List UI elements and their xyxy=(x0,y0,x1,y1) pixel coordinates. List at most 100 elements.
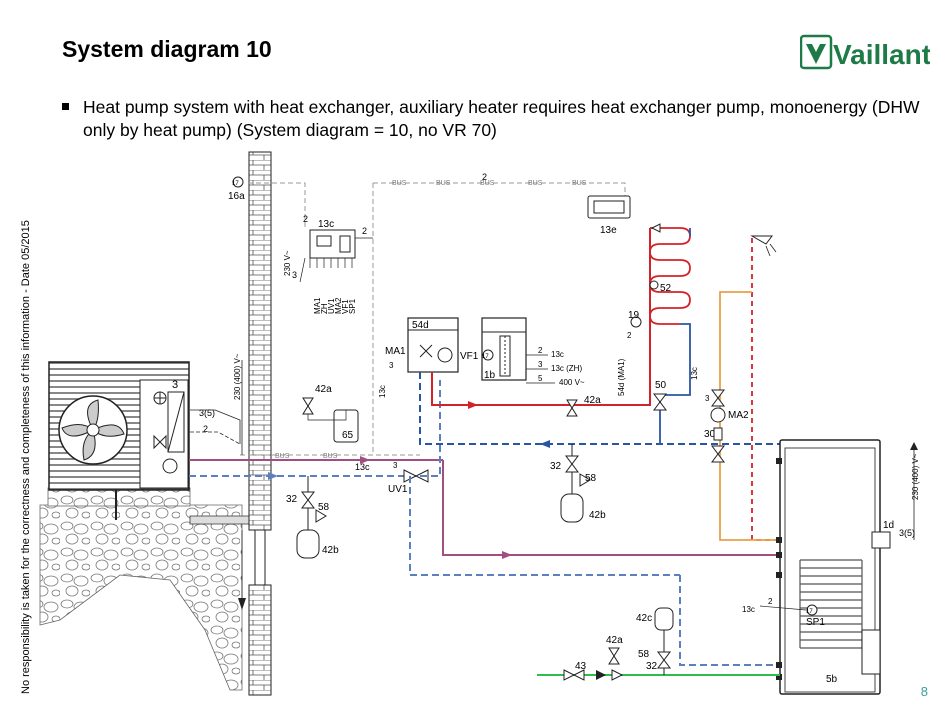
cold-water-group: 43 42a 42c 58 32 xyxy=(563,607,674,681)
system-diagram: 3 3(5) 2 BUS BUS BUS BUS BUS BUS BUS 2 1… xyxy=(39,151,920,696)
label-230-400-v-b: 230 (400) V~ xyxy=(911,453,920,500)
svg-text:43: 43 xyxy=(575,661,587,672)
svg-text:13c: 13c xyxy=(378,385,387,398)
vaillant-logo: Vaillant xyxy=(800,34,930,70)
svg-text:BUS: BUS xyxy=(528,180,543,187)
svg-text:3: 3 xyxy=(292,270,297,280)
auxiliary-heater-1b: 1b 17 xyxy=(481,317,527,381)
ground-gravel xyxy=(39,487,251,691)
svg-text:58: 58 xyxy=(638,649,650,660)
bullet-text: Heat pump system with heat exchanger, au… xyxy=(83,97,920,140)
svg-text:2: 2 xyxy=(303,214,308,224)
svg-text:32: 32 xyxy=(286,494,298,505)
expansion-group-middle: 32 58 42b xyxy=(550,444,606,523)
heat-pump-outdoor-unit xyxy=(48,361,190,520)
svg-text:SP1: SP1 xyxy=(348,298,357,314)
room-controller-13e: 13e xyxy=(587,195,631,236)
safety-valve-42a: 42a xyxy=(302,384,332,415)
outdoor-sensor-icon xyxy=(232,176,244,188)
label-230-400-v: 230 (400) V~ xyxy=(233,353,242,400)
label-16a: 16a xyxy=(228,191,245,202)
svg-text:BUS: BUS xyxy=(480,180,495,187)
bus-tags: BUS BUS BUS BUS BUS BUS BUS xyxy=(275,180,587,460)
svg-text:13c: 13c xyxy=(318,219,334,230)
controller-terminals: MA1 ZH UV1 MA2 VF1 SP1 xyxy=(313,297,357,314)
svg-text:13c (ZH): 13c (ZH) xyxy=(551,364,582,373)
svg-text:32: 32 xyxy=(550,461,562,472)
svg-text:2: 2 xyxy=(538,346,543,355)
building-wall xyxy=(248,151,272,696)
label-230v: 230 V~ xyxy=(283,250,292,276)
label-3: 3 xyxy=(172,379,178,391)
label-vf1: VF1 xyxy=(460,351,479,362)
svg-text:MA2: MA2 xyxy=(334,297,343,314)
expansion-vessel-65: 65 xyxy=(333,409,359,443)
circulation-pump-ma2: MA2 30 13c 3 xyxy=(690,367,749,463)
diverter-valve-uv1: UV1 13c 3 xyxy=(355,461,429,495)
heat-exchanger-54d: 54d MA1 3 13c xyxy=(378,317,459,398)
svg-text:13c: 13c xyxy=(690,367,699,380)
svg-text:42a: 42a xyxy=(584,395,601,406)
svg-text:2: 2 xyxy=(627,331,632,340)
label-13c-e: 13c xyxy=(742,605,755,614)
svg-text:400 V~: 400 V~ xyxy=(559,378,585,387)
svg-text:1d: 1d xyxy=(883,520,894,531)
svg-text:54d: 54d xyxy=(412,320,429,331)
safety-valve-42a-right: 42a xyxy=(566,395,601,417)
svg-text:58: 58 xyxy=(585,473,597,484)
svg-text:17: 17 xyxy=(232,181,239,187)
svg-text:5: 5 xyxy=(538,374,543,383)
shower-head-icon xyxy=(750,235,777,257)
svg-text:3: 3 xyxy=(389,361,394,370)
svg-text:19: 19 xyxy=(628,310,640,321)
slide-title: System diagram 10 xyxy=(62,36,272,62)
svg-text:MA1: MA1 xyxy=(313,297,322,314)
expansion-group-left: 32 58 42b xyxy=(286,476,339,559)
svg-text:13e: 13e xyxy=(600,225,617,236)
svg-text:3: 3 xyxy=(393,461,398,470)
svg-text:VF1: VF1 xyxy=(341,299,350,314)
svg-text:58: 58 xyxy=(318,502,330,513)
svg-text:3(5): 3(5) xyxy=(899,528,915,538)
svg-text:13c: 13c xyxy=(551,350,564,359)
svg-text:54d (MA1): 54d (MA1) xyxy=(617,358,626,396)
dhw-cylinder-5b: 17 SP1 5b xyxy=(776,439,881,695)
disclaimer-note: No responsibility is taken for the corre… xyxy=(20,220,32,694)
svg-text:SP1: SP1 xyxy=(806,617,825,628)
svg-text:42a: 42a xyxy=(315,384,332,395)
svg-text:3: 3 xyxy=(705,394,710,403)
svg-text:17: 17 xyxy=(806,609,813,615)
svg-text:32: 32 xyxy=(646,661,658,672)
svg-text:52: 52 xyxy=(660,283,672,294)
svg-text:42b: 42b xyxy=(322,545,339,556)
svg-text:MA1: MA1 xyxy=(385,346,406,357)
svg-text:MA2: MA2 xyxy=(728,410,749,421)
heating-circuit: 52 19 54d (MA1) 2 50 xyxy=(617,223,691,444)
label-3-5: 3(5) xyxy=(199,408,215,418)
bus-lines xyxy=(240,182,626,456)
svg-text:ZH: ZH xyxy=(320,303,329,314)
svg-text:3: 3 xyxy=(538,360,543,369)
controller-13c: 13c 2 2 3 xyxy=(292,214,373,283)
svg-text:BUS: BUS xyxy=(275,453,290,460)
page-number: 8 xyxy=(920,684,928,699)
svg-text:BUS: BUS xyxy=(392,180,407,187)
svg-text:17: 17 xyxy=(482,354,489,360)
svg-text:42c: 42c xyxy=(636,613,652,624)
svg-text:42b: 42b xyxy=(589,510,606,521)
svg-text:2: 2 xyxy=(362,226,367,236)
heater-terminals: 2 3 5 13c 13c (ZH) 400 V~ xyxy=(538,346,585,387)
label-2c: 2 xyxy=(203,424,208,434)
svg-text:30: 30 xyxy=(704,429,716,440)
bullet-item: Heat pump system with heat exchanger, au… xyxy=(62,96,922,142)
svg-text:2: 2 xyxy=(768,597,773,606)
svg-text:BUS: BUS xyxy=(436,180,451,187)
bullet-square-icon xyxy=(62,103,69,110)
svg-text:13c: 13c xyxy=(355,462,370,472)
logo-text: Vaillant xyxy=(833,39,930,70)
label-2b: 2 xyxy=(482,172,487,182)
svg-text:BUS: BUS xyxy=(572,180,587,187)
svg-text:1b: 1b xyxy=(484,370,496,381)
svg-text:42a: 42a xyxy=(606,635,623,646)
svg-text:BUS: BUS xyxy=(323,453,338,460)
